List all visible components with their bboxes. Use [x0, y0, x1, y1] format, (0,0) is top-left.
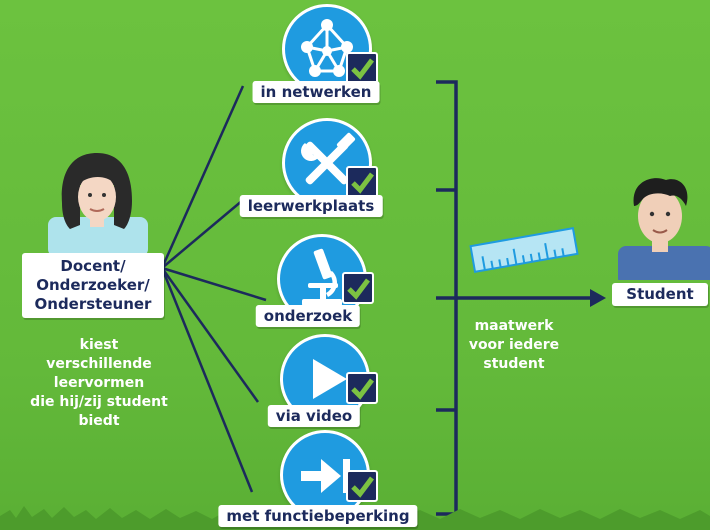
- ruler-icon: [466, 225, 582, 275]
- docent-avatar: [40, 145, 154, 257]
- form-label-video: via video: [267, 405, 361, 427]
- check-icon: [342, 272, 374, 304]
- line-to-netwerken: [160, 85, 245, 269]
- check-icon: [346, 372, 378, 404]
- docent-description: kiest verschillende leervormen die hij/z…: [30, 337, 168, 429]
- line-to-functiebeperking: [160, 267, 254, 493]
- student-label: Student: [612, 283, 708, 306]
- check-icon: [346, 470, 378, 502]
- check-icon: [346, 52, 378, 84]
- maatwerk-description: maatwerk voor iedere student: [468, 318, 560, 372]
- form-label-onderzoek: onderzoek: [255, 305, 361, 327]
- form-label-netwerken: in netwerken: [252, 81, 380, 103]
- docent-label: Docent/ Onderzoeker/ Ondersteuner: [22, 253, 164, 318]
- tools-icon: [282, 118, 372, 208]
- form-label-leerwerkplaats: leerwerkplaats: [239, 195, 383, 217]
- line-to-video: [160, 267, 260, 403]
- check-icon: [346, 166, 378, 198]
- arrow-head: [590, 289, 606, 307]
- form-label-functiebeperking: met functiebeperking: [218, 505, 418, 527]
- student-avatar: [612, 172, 710, 286]
- line-to-onderzoek: [161, 266, 267, 302]
- line-to-leerwerkplaats: [161, 199, 244, 269]
